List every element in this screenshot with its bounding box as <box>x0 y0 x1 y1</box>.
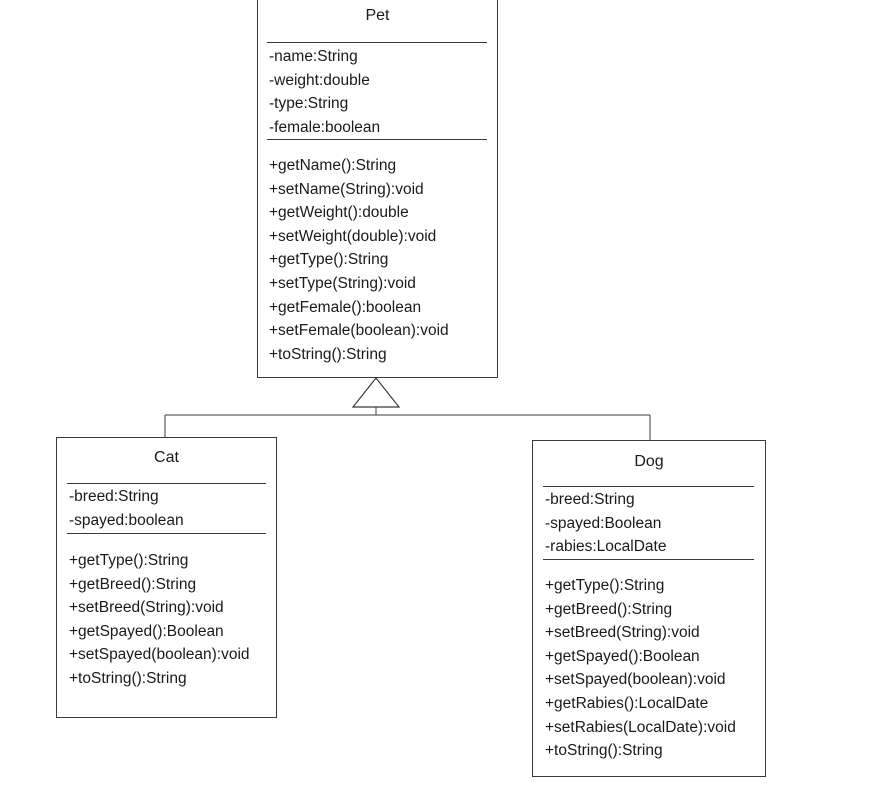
name-attribute-divider <box>67 483 266 484</box>
operation: +setBreed(String):void <box>545 624 700 642</box>
attribute: -spayed:boolean <box>69 511 184 529</box>
operation: +toString():String <box>69 669 187 687</box>
operation: +setRabies(LocalDate):void <box>545 718 736 736</box>
class-box-cat: Cat -breed:String -spayed:boolean +getTyp… <box>56 437 277 718</box>
attribute-list-pet: -name:String -weight:double -type:String -f… <box>269 45 380 139</box>
operation: +setName(String):void <box>269 180 424 198</box>
class-name-pet: Pet <box>365 7 390 24</box>
attribute-list-dog: -breed:String -spayed:Boolean -rabies:Loca… <box>545 488 666 559</box>
class-name-cat: Cat <box>154 449 179 466</box>
class-name-dog: Dog <box>634 453 664 470</box>
operation: +getType():String <box>69 552 189 569</box>
operation: +getFemale():boolean <box>269 298 422 316</box>
operation: +getName():String <box>269 157 397 174</box>
operation: +setSpayed(boolean):void <box>69 646 250 664</box>
operation: +setFemale(boolean):void <box>269 322 449 340</box>
operation-list-dog: +getType():String +getBreed():String +setB… <box>545 574 736 763</box>
attribute: -type:String <box>269 95 349 113</box>
attribute: -breed:String <box>69 488 159 505</box>
operation: +setBreed(String):void <box>69 599 224 617</box>
name-attribute-divider <box>543 486 754 487</box>
operation: +getBreed():String <box>545 600 673 618</box>
operation: +getType():String <box>269 251 389 269</box>
operation-list-pet: +getName():String +setName(String):void +g… <box>269 154 449 366</box>
operation: +setType(String):void <box>269 274 416 292</box>
attribute-operation-divider <box>543 559 754 560</box>
operation: +setSpayed(boolean):void <box>545 671 726 689</box>
attribute-operation-divider <box>67 533 266 534</box>
operation: +toString():String <box>269 345 387 363</box>
attribute-operation-divider <box>267 139 487 140</box>
operation: +toString():String <box>545 742 663 760</box>
attribute: -spayed:Boolean <box>545 514 662 532</box>
attribute: -rabies:LocalDate <box>545 538 667 556</box>
operation: +getRabies():LocalDate <box>545 694 709 712</box>
operation: +getSpayed():Boolean <box>69 622 224 640</box>
class-box-pet: Pet -name:String -weight:double -type:Stri… <box>257 0 498 378</box>
operation-list-cat: +getType():String +getBreed():String +setB… <box>69 549 250 691</box>
operation: +getWeight():double <box>269 204 409 222</box>
attribute: -name:String <box>269 48 358 65</box>
attribute-list-cat: -breed:String -spayed:boolean <box>69 485 184 532</box>
attribute: -weight:double <box>269 71 370 89</box>
attribute: -breed:String <box>545 491 635 508</box>
operation: +setWeight(double):void <box>269 227 437 245</box>
name-attribute-divider <box>267 42 487 43</box>
attribute: -female:boolean <box>269 118 381 136</box>
class-box-dog: Dog -breed:String -spayed:Boolean -rabies:… <box>532 440 766 777</box>
operation: +getType():String <box>545 577 665 594</box>
generalization-arrowhead <box>351 377 401 408</box>
operation: +getSpayed():Boolean <box>545 647 700 665</box>
operation: +getBreed():String <box>69 575 197 593</box>
